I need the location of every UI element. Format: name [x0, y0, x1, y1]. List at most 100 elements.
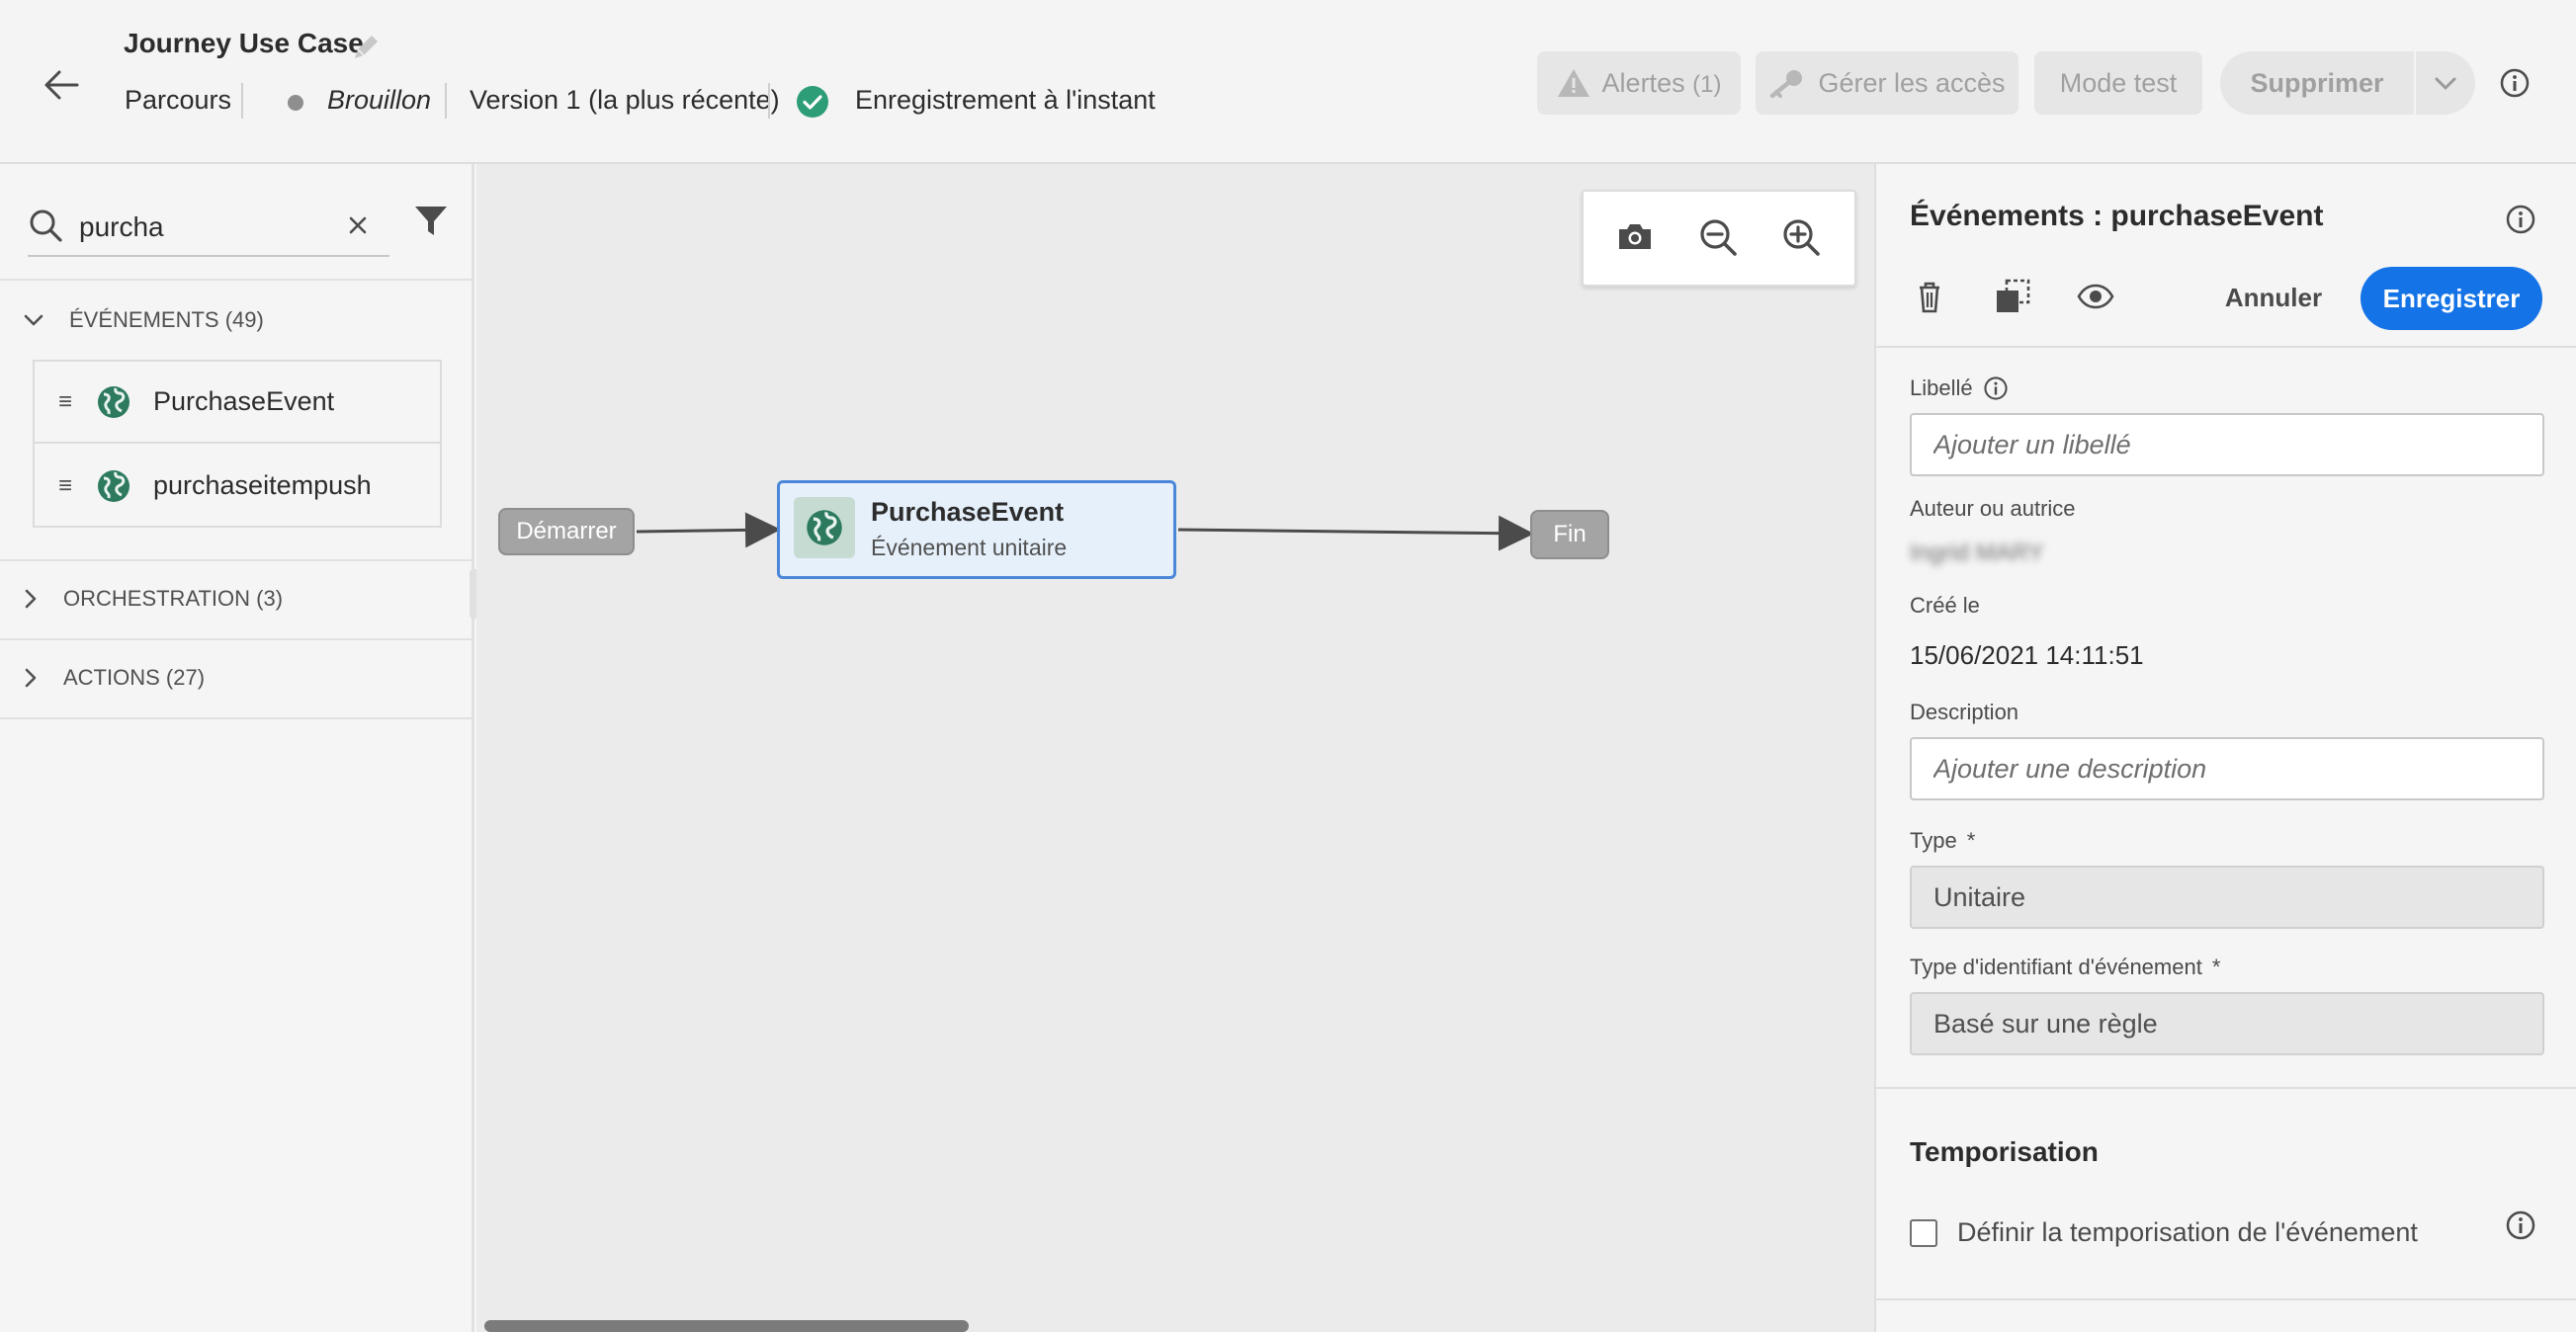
test-mode-button[interactable]: Mode test: [2034, 51, 2202, 115]
list-item[interactable]: ≡ purchaseitempush: [35, 445, 440, 527]
section-events-toggle[interactable]: ÉVÉNEMENTS (49): [24, 300, 264, 340]
filter-icon[interactable]: [413, 204, 449, 239]
id-type-label: Type d'identifiant d'événement *: [1910, 955, 2220, 980]
camera-icon[interactable]: [1613, 215, 1657, 259]
node-icon: [794, 497, 855, 558]
globe-icon: [98, 469, 129, 502]
duplicate-icon[interactable]: [1993, 277, 2032, 316]
more-options-button[interactable]: [2416, 51, 2475, 115]
search-box: [28, 200, 389, 257]
label-field-text: Libellé: [1910, 375, 1973, 400]
panel-title: Événements : purchaseEvent: [1910, 200, 2324, 232]
globe-icon: [807, 510, 842, 545]
globe-icon: [98, 385, 129, 418]
alert-icon: [1557, 69, 1589, 97]
alerts-label: Alertes: [1601, 67, 1685, 98]
divider: [0, 717, 472, 719]
app-header: Journey Use Case Parcours Brouillon Vers…: [0, 0, 2576, 164]
properties-panel: Événements : purchaseEvent Annuler Enreg…: [1874, 164, 2576, 1332]
author-value: Ingrid MARY: [1910, 540, 2044, 566]
chevron-right-icon: [25, 589, 37, 609]
status-label: Brouillon: [327, 85, 432, 115]
type-field: Unitaire: [1910, 866, 2544, 929]
eye-icon[interactable]: [2076, 277, 2115, 316]
description-input[interactable]: [1910, 737, 2544, 800]
info-icon[interactable]: [2499, 67, 2531, 99]
chevron-right-icon: [25, 668, 37, 688]
back-button[interactable]: [38, 61, 85, 109]
section-orchestration-label: ORCHESTRATION (3): [63, 586, 284, 611]
drag-handle-icon[interactable]: ≡: [58, 387, 73, 415]
event-item-label: purchaseitempush: [153, 470, 372, 500]
chevron-down-icon: [2435, 77, 2456, 90]
divider: [0, 279, 472, 281]
type-label: Type *: [1910, 828, 1975, 854]
required-marker: *: [1966, 828, 1976, 853]
section-actions-toggle[interactable]: ACTIONS (27): [24, 658, 205, 698]
pencil-icon[interactable]: [348, 30, 384, 65]
cancel-button[interactable]: Annuler: [2224, 282, 2323, 312]
manage-access-button[interactable]: Gérer les accès: [1756, 51, 2018, 115]
timing-checkbox[interactable]: [1910, 1219, 1937, 1247]
timing-section-title: Temporisation: [1910, 1136, 2099, 1167]
required-marker: *: [2211, 955, 2221, 979]
label-field-label: Libellé: [1910, 375, 2009, 401]
alerts-button[interactable]: Alertes (1): [1537, 51, 1741, 115]
event-node-subtitle: Événement unitaire: [871, 535, 1068, 560]
section-events-label: ÉVÉNEMENTS (49): [69, 307, 264, 332]
save-status: Enregistrement à l'instant: [855, 85, 1156, 115]
start-node[interactable]: Démarrer: [498, 508, 635, 555]
breadcrumb[interactable]: Parcours: [125, 85, 232, 115]
timing-checkbox-label[interactable]: Définir la temporisation de l'événement: [1957, 1217, 2418, 1247]
palette-panel: ÉVÉNEMENTS (49) ≡ PurchaseEvent ≡ purcha…: [0, 164, 474, 1332]
separator: [445, 83, 447, 119]
label-input[interactable]: [1910, 413, 2544, 476]
check-circle-icon: [797, 86, 828, 118]
event-node[interactable]: PurchaseEvent Événement unitaire: [777, 480, 1176, 579]
info-icon[interactable]: [2505, 1209, 2536, 1241]
events-list: ≡ PurchaseEvent ≡ purchaseitempush: [33, 360, 442, 528]
manage-access-label: Gérer les accès: [1818, 67, 2006, 98]
section-orchestration-toggle[interactable]: ORCHESTRATION (3): [24, 579, 283, 619]
connection-lines: [636, 512, 1534, 551]
created-label: Créé le: [1910, 593, 1980, 618]
delete-button[interactable]: Supprimer: [2220, 51, 2414, 115]
drag-handle-icon[interactable]: ≡: [58, 471, 73, 499]
close-icon[interactable]: [344, 211, 372, 239]
list-item[interactable]: ≡ PurchaseEvent: [35, 362, 440, 444]
event-item-label: PurchaseEvent: [153, 386, 335, 416]
zoom-in-icon[interactable]: [1779, 215, 1823, 259]
event-node-title: PurchaseEvent: [871, 497, 1065, 527]
divider: [1876, 1087, 2576, 1089]
info-icon[interactable]: [1983, 375, 2009, 401]
canvas-toolbar: [1582, 190, 1856, 287]
journey-title: Journey Use Case: [124, 28, 364, 58]
author-label: Auteur ou autrice: [1910, 496, 2076, 521]
journey-canvas[interactable]: Démarrer PurchaseEvent Événement unitair…: [476, 164, 1874, 1332]
test-mode-label: Mode test: [2059, 67, 2178, 98]
divider: [1876, 346, 2576, 348]
divider: [0, 559, 472, 561]
end-node[interactable]: Fin: [1530, 510, 1609, 559]
separator: [768, 83, 770, 119]
zoom-out-icon[interactable]: [1696, 215, 1740, 259]
key-icon: [1770, 70, 1803, 98]
info-icon[interactable]: [2505, 204, 2536, 235]
trash-icon[interactable]: [1910, 277, 1949, 316]
save-button[interactable]: Enregistrer: [2361, 267, 2542, 330]
created-value: 15/06/2021 14:11:51: [1910, 640, 2144, 670]
id-type-field: Basé sur une règle: [1910, 992, 2544, 1055]
separator: [241, 83, 243, 119]
alerts-count: (1): [1692, 70, 1722, 98]
arrow-left-icon: [44, 70, 79, 100]
version-label: Version 1 (la plus récente): [470, 85, 780, 115]
section-actions-label: ACTIONS (27): [63, 665, 206, 690]
status-dot-icon: [288, 95, 303, 111]
search-input[interactable]: [79, 206, 336, 249]
chevron-down-icon: [24, 314, 43, 326]
id-type-label-text: Type d'identifiant d'événement: [1910, 955, 2202, 979]
search-icon: [30, 209, 62, 242]
divider: [1876, 1298, 2576, 1300]
delete-label: Supprimer: [2250, 67, 2384, 98]
horizontal-scrollbar[interactable]: [484, 1320, 969, 1332]
